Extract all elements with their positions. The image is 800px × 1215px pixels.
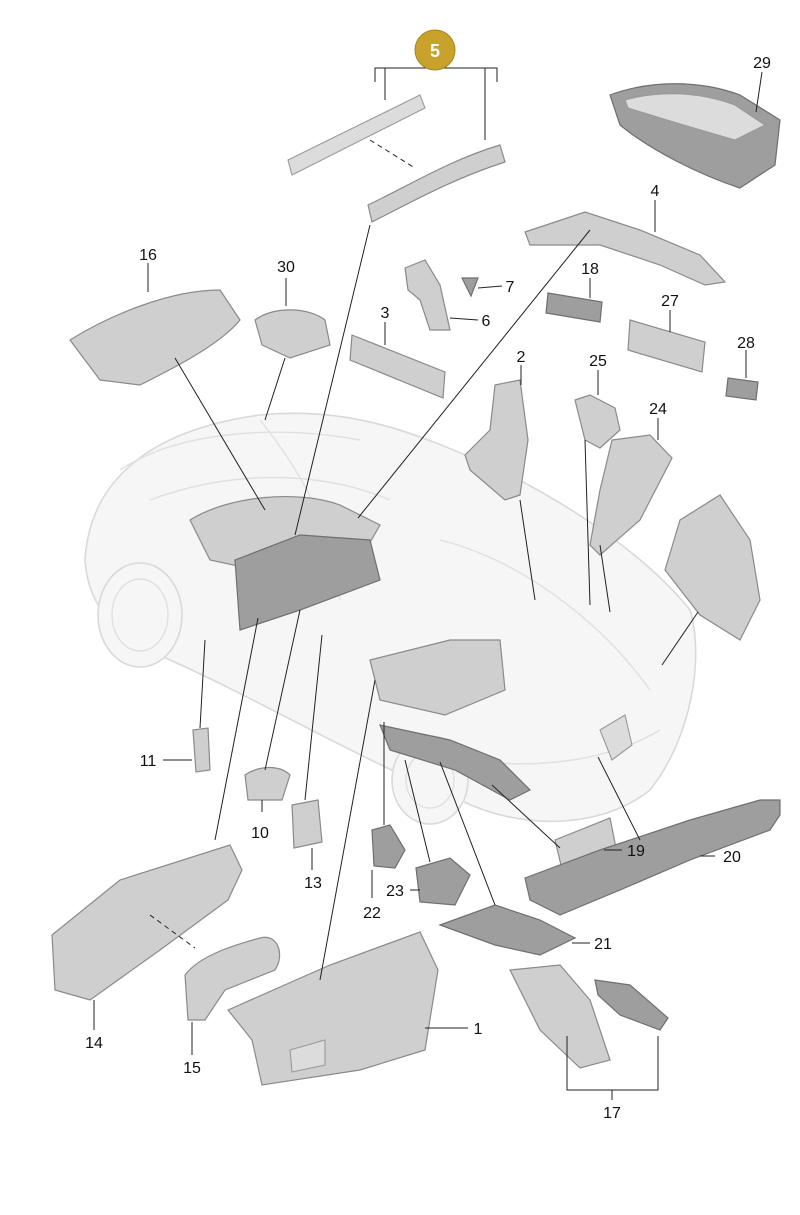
callout-22: 22: [363, 905, 381, 922]
callout-3: 3: [381, 305, 390, 322]
part-6: [404, 259, 451, 331]
callout-18: 18: [581, 261, 599, 278]
callout-21: 21: [594, 936, 612, 953]
part-29: [609, 83, 781, 189]
part-14: [51, 844, 243, 1001]
callout-2: 2: [517, 349, 526, 366]
callout-4: 4: [651, 183, 660, 200]
badge-label: 5: [430, 41, 440, 61]
part-27: [627, 319, 706, 373]
callout-30: 30: [277, 259, 295, 276]
callout-15: 15: [183, 1060, 201, 1077]
callout-labels: 29 4 16 30 7 18 27 6 3 28 2 25 24 11 10 …: [85, 55, 771, 1122]
part-3: [349, 334, 446, 399]
part-15: [184, 936, 281, 1021]
part-18: [545, 292, 603, 323]
part-23: [415, 857, 471, 906]
part-22: [371, 824, 406, 869]
callout-13: 13: [304, 875, 322, 892]
part-10: [244, 766, 291, 801]
leader-lines: [93, 62, 763, 1100]
callout-badge-5: 5: [414, 29, 456, 71]
callout-7: 7: [506, 279, 515, 296]
callout-17: 17: [603, 1105, 621, 1122]
part-28: [725, 377, 759, 401]
callout-25: 25: [589, 353, 607, 370]
callout-24: 24: [649, 401, 667, 418]
part-24: [589, 434, 673, 556]
callout-6: 6: [482, 313, 491, 330]
callout-23: 23: [386, 883, 404, 900]
callout-16: 16: [139, 247, 157, 264]
callout-29: 29: [753, 55, 771, 72]
callout-28: 28: [737, 335, 755, 352]
part-30: [254, 309, 331, 359]
callout-14: 14: [85, 1035, 103, 1052]
callout-19: 19: [627, 843, 645, 860]
part-16: [69, 289, 241, 386]
part-4: [524, 211, 727, 286]
part-5-strips: [287, 94, 506, 223]
callout-10: 10: [251, 825, 269, 842]
part-13: [291, 799, 323, 849]
part-2: [464, 379, 529, 501]
part-17: [509, 964, 669, 1069]
part-7: [461, 277, 479, 298]
callout-27: 27: [661, 293, 679, 310]
part-right-large: [664, 494, 761, 641]
front-assembly: [369, 639, 532, 801]
part-1: [227, 931, 439, 1086]
part-11: [192, 727, 211, 773]
callout-20: 20: [723, 849, 741, 866]
part-20: [524, 714, 781, 916]
center-assembly: [189, 495, 381, 631]
callout-11: 11: [140, 753, 157, 770]
callout-1: 1: [474, 1021, 483, 1038]
